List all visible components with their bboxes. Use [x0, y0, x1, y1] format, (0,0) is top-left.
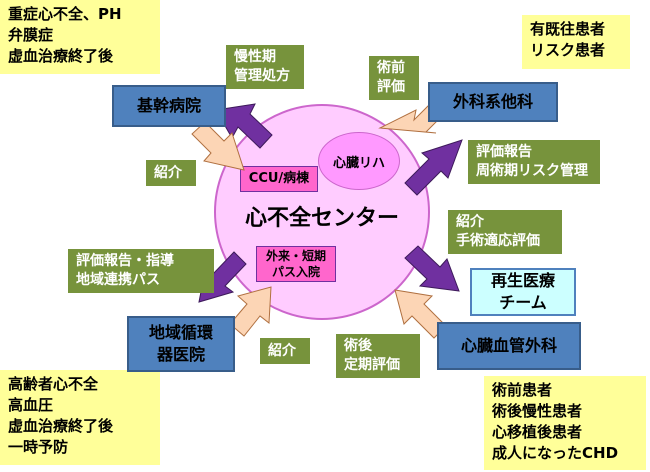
note-top-left: 重症心不全、PH 弁膜症 虚血治療終了後 — [0, 0, 160, 74]
note-line: 虚血治療終了後 — [8, 47, 114, 65]
label-line: 管理処方 — [234, 68, 290, 84]
regen-team-line: 再生医療 — [490, 271, 555, 290]
arrow-to-eval-report — [404, 139, 463, 196]
note-line: 成人になったCHD — [492, 444, 619, 462]
eval-report-label: 評価報告 周術期リスク管理 — [468, 140, 600, 184]
regional-clinic-box: 地域循環 器医院 — [127, 316, 235, 372]
ccu-ward-label: CCU/病棟 — [248, 171, 310, 186]
regen-team-box: 再生医療 チーム — [470, 268, 576, 316]
label-line: 慢性期 — [234, 49, 276, 65]
eval-guidance-label: 評価報告・指導 地域連携パス — [68, 249, 214, 293]
preop-eval-label: 術前 評価 — [369, 56, 419, 100]
core-hospital-label: 基幹病院 — [136, 96, 201, 115]
outpatient-line: パス入院 — [271, 265, 320, 279]
regional-clinic-line: 地域循環 — [148, 323, 213, 342]
note-bottom-right: 術前患者 術後慢性患者 心移植後患者 成人になったCHD — [484, 376, 646, 470]
note-line: 弁膜症 — [8, 26, 54, 44]
arrow-to-regen-team — [404, 245, 460, 292]
regional-clinic-line: 器医院 — [156, 345, 205, 364]
note-line: 重症心不全、PH — [8, 5, 122, 23]
label-line: 術後 — [344, 338, 372, 354]
chronic-mgmt-label: 慢性期 管理処方 — [226, 45, 304, 89]
label-line: 紹介 — [154, 164, 182, 181]
label-line: 術前 — [377, 60, 405, 76]
label-line: 紹介 — [268, 342, 296, 359]
cardiac-rehab-bubble: 心臓リハ — [318, 132, 400, 190]
referral-surgery-label: 紹介 手術適応評価 — [448, 210, 562, 254]
postop-eval-label: 術後 定期評価 — [336, 334, 420, 378]
note-line: 高血圧 — [8, 396, 54, 414]
label-line: 紹介 — [456, 214, 484, 230]
center-title: 心不全センター — [244, 206, 399, 231]
label-line: 評価 — [377, 79, 405, 95]
note-line: リスク患者 — [530, 41, 606, 59]
label-line: 評価報告 — [476, 144, 532, 160]
core-hospital-box: 基幹病院 — [112, 85, 226, 127]
surgery-other-box: 外科系他科 — [428, 82, 558, 122]
note-bottom-left: 高齢者心不全 高血圧 虚血治療終了後 一時予防 — [0, 370, 160, 465]
label-line: 手術適応評価 — [456, 233, 540, 249]
cv-surgery-box: 心臓血管外科 — [437, 322, 581, 370]
note-line: 心移植後患者 — [492, 423, 583, 441]
note-top-right: 有既往患者 リスク患者 — [522, 15, 630, 69]
note-line: 有既往患者 — [530, 20, 606, 38]
note-line: 術後慢性患者 — [492, 402, 583, 420]
arrow-referral-to-center — [191, 121, 245, 171]
note-line: 高齢者心不全 — [8, 375, 99, 393]
regen-team-line: チーム — [499, 293, 547, 312]
cv-surgery-label: 心臓血管外科 — [460, 336, 557, 355]
referral-label-1: 紹介 — [146, 160, 196, 186]
label-line: 定期評価 — [344, 357, 400, 373]
note-line: 虚血治療終了後 — [8, 417, 114, 435]
surgery-other-label: 外科系他科 — [452, 92, 533, 111]
heart-failure-center-circle — [214, 104, 430, 320]
arrow-referral2-to-center — [229, 286, 272, 337]
referral-label-2: 紹介 — [260, 338, 310, 364]
label-line: 評価報告・指導 — [76, 253, 174, 269]
outpatient-box: 外来・短期 パス入院 — [256, 246, 336, 282]
note-line: 術前患者 — [492, 381, 553, 399]
outpatient-line: 外来・短期 — [265, 249, 326, 263]
note-line: 一時予防 — [8, 438, 69, 456]
label-line: 地域連携パス — [76, 272, 160, 288]
ccu-ward-box: CCU/病棟 — [240, 166, 318, 192]
label-line: 周術期リスク管理 — [476, 163, 588, 179]
cardiac-rehab-label: 心臓リハ — [332, 155, 385, 171]
